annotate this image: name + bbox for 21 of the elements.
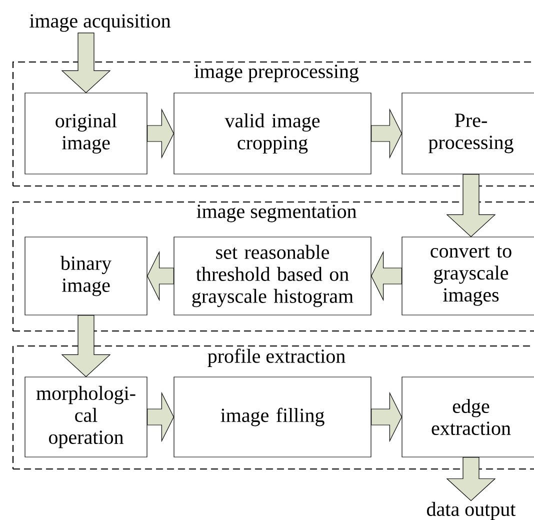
block-arrow <box>61 32 111 94</box>
process-box: set reasonable threshold based on grayscale histogram <box>174 236 372 316</box>
process-box: edge extraction <box>402 376 534 458</box>
block-arrow <box>147 108 174 159</box>
process-box: image filling <box>174 376 372 458</box>
block-arrow <box>146 250 174 302</box>
block-arrow <box>61 315 111 378</box>
process-box: valid image cropping <box>174 92 372 174</box>
process-box: convert to grayscale images <box>402 236 534 316</box>
block-arrow <box>147 392 174 442</box>
block-arrow <box>446 457 496 502</box>
process-box: original image <box>24 92 148 174</box>
process-box: binary image <box>24 236 148 316</box>
block-arrow <box>370 250 402 302</box>
process-box: Pre- processing <box>402 92 534 174</box>
stage-label: data output <box>427 502 516 520</box>
process-box: morphologi- cal operation <box>24 376 148 458</box>
block-arrow <box>446 174 496 238</box>
block-arrow <box>371 392 402 442</box>
stage-label: image acquisition <box>30 14 171 32</box>
block-arrow <box>371 108 402 159</box>
